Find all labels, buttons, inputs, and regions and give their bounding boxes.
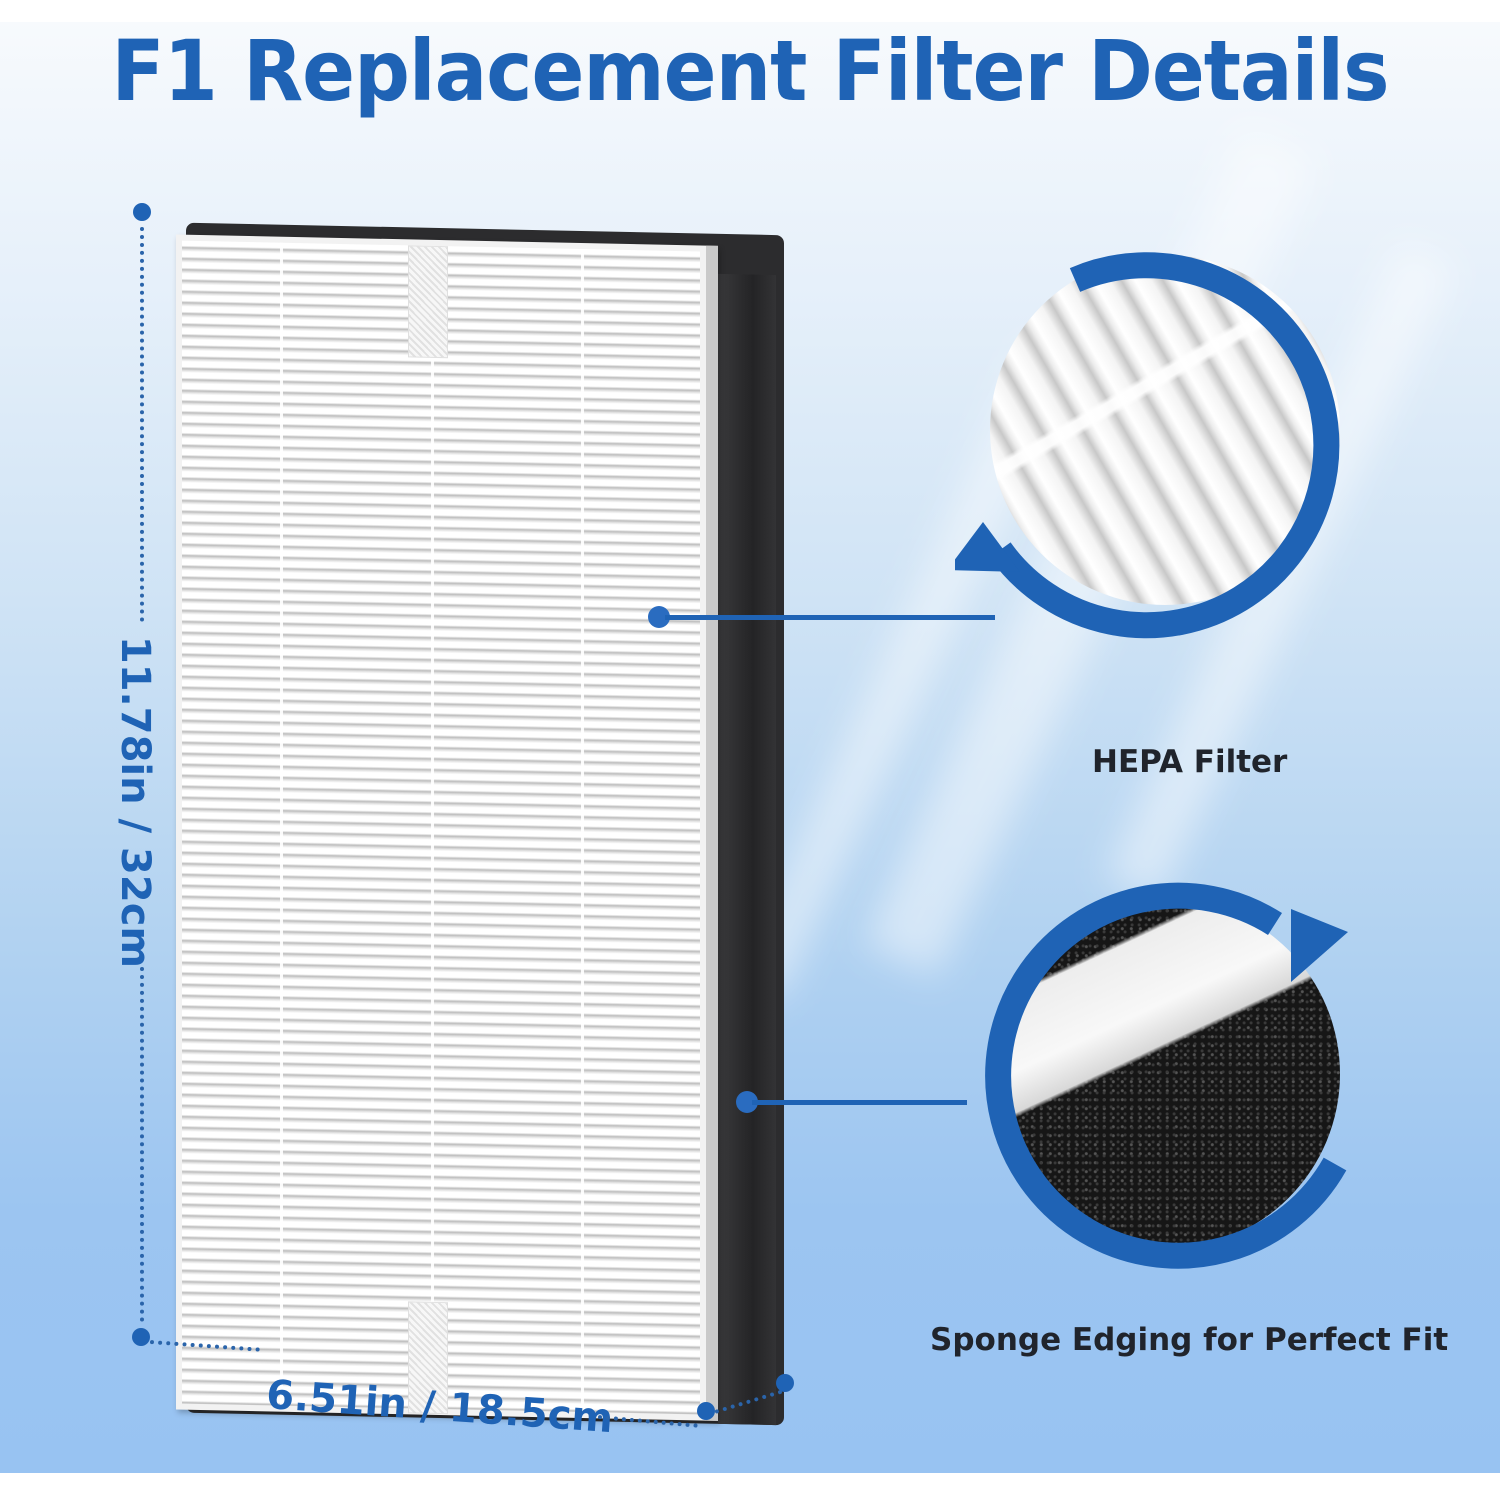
filter-product-image: [176, 222, 796, 1431]
sponge-edging: [718, 273, 776, 1426]
dimension-endpoint: [697, 1402, 715, 1420]
pleat-seam: [280, 242, 283, 1406]
dimension-line-vertical: [140, 227, 144, 622]
hepa-filter-label: HEPA Filter: [1092, 744, 1288, 780]
product-infographic: F1 Replacement Filter Details 11.78in / …: [0, 22, 1500, 1473]
velcro-tab-top: [408, 245, 448, 359]
refresh-arrow-ring-icon: [955, 252, 1340, 639]
hepa-media-panel: [176, 234, 718, 1421]
sponge-detail-circle: [955, 864, 1375, 1284]
callout-line-sponge: [752, 1100, 967, 1105]
page-title: F1 Replacement Filter Details: [111, 23, 1389, 121]
refresh-arrow-ring-icon: [985, 882, 1348, 1269]
dimension-endpoint: [132, 1328, 150, 1346]
callout-dot-sponge: [736, 1091, 758, 1113]
sponge-edging-label: Sponge Edging for Perfect Fit: [930, 1322, 1449, 1358]
dimension-endpoint: [776, 1374, 794, 1392]
pleat-seam: [431, 245, 434, 1409]
callout-line-hepa: [665, 615, 995, 620]
pleats: [182, 240, 700, 1415]
dimension-endpoint: [133, 203, 151, 221]
callout-dot-hepa: [648, 606, 670, 628]
height-dimension-label: 11.78in / 32cm: [112, 635, 158, 969]
pleat-seam: [581, 248, 584, 1413]
hepa-detail-circle: [955, 220, 1375, 640]
dimension-line-vertical: [140, 967, 144, 1322]
